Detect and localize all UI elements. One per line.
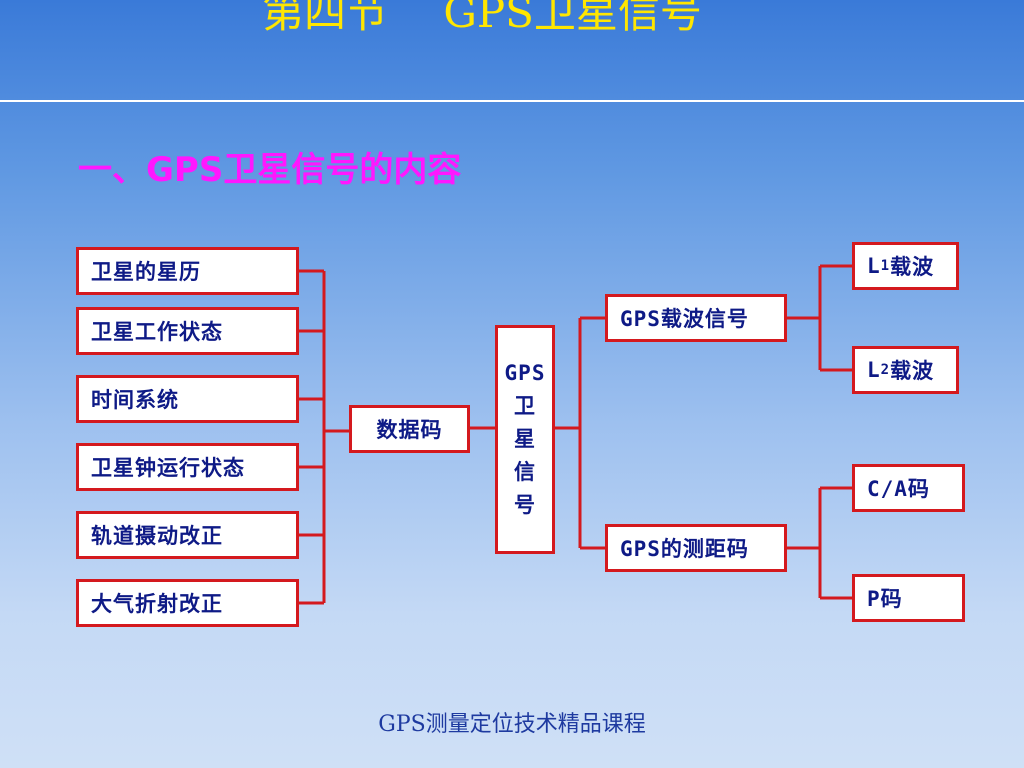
leaf-subscript: 1 [880,258,891,274]
ca-code-box: C/A码 [852,464,965,512]
leaf-suffix: 载波 [890,255,935,279]
footer-caption: GPS测量定位技术精品课程 [378,712,646,737]
node-label: C/A码 [867,477,930,501]
leaf-subscript: 2 [880,362,891,378]
info-box-satellite-status: 卫星工作状态 [76,307,299,355]
root-label-line: 号 [514,493,536,517]
connector-code-leaves [787,486,852,600]
node-label: 大气折射改正 [91,592,223,616]
root-label-line: 信 [514,460,536,484]
info-box-clock-status: 卫星钟运行状态 [76,443,299,491]
p-code-box: P码 [852,574,965,622]
node-label: 卫星工作状态 [91,320,223,344]
node-label: 时间系统 [91,388,179,412]
node-label: GPS载波信号 [620,307,749,331]
slide-title: 第四节 GPS卫星信号 [262,0,702,37]
connector-left-items [299,269,326,605]
info-box-atmosphere-correction: 大气折射改正 [76,579,299,627]
connector-root-to-mid [555,316,605,550]
connector-carrier-leaves [787,264,852,372]
node-label: GPS的测距码 [620,537,749,561]
root-gps-signal-box: GPS 卫 星 信 号 [495,325,555,554]
leaf-suffix: 载波 [890,359,935,383]
leaf-letter: L [867,358,881,382]
ranging-code-box: GPS的测距码 [605,524,787,572]
carrier-signal-box: GPS载波信号 [605,294,787,342]
section-heading: 一、GPS卫星信号的内容 [78,150,462,190]
node-label: 数据码 [376,418,443,442]
node-label: P码 [867,587,903,611]
node-label: 卫星钟运行状态 [91,456,245,480]
root-label-line: 卫 [514,394,536,418]
info-box-time-system: 时间系统 [76,375,299,423]
title-divider [0,100,1024,102]
info-box-orbit-correction: 轨道摄动改正 [76,511,299,559]
data-code-box: 数据码 [349,405,470,453]
leaf-letter: L [867,254,881,278]
root-label-line: 星 [514,427,536,451]
info-box-ephemeris: 卫星的星历 [76,247,299,295]
root-label-line: GPS [504,361,546,385]
node-label: 轨道摄动改正 [91,524,223,548]
node-label: 卫星的星历 [91,260,201,284]
